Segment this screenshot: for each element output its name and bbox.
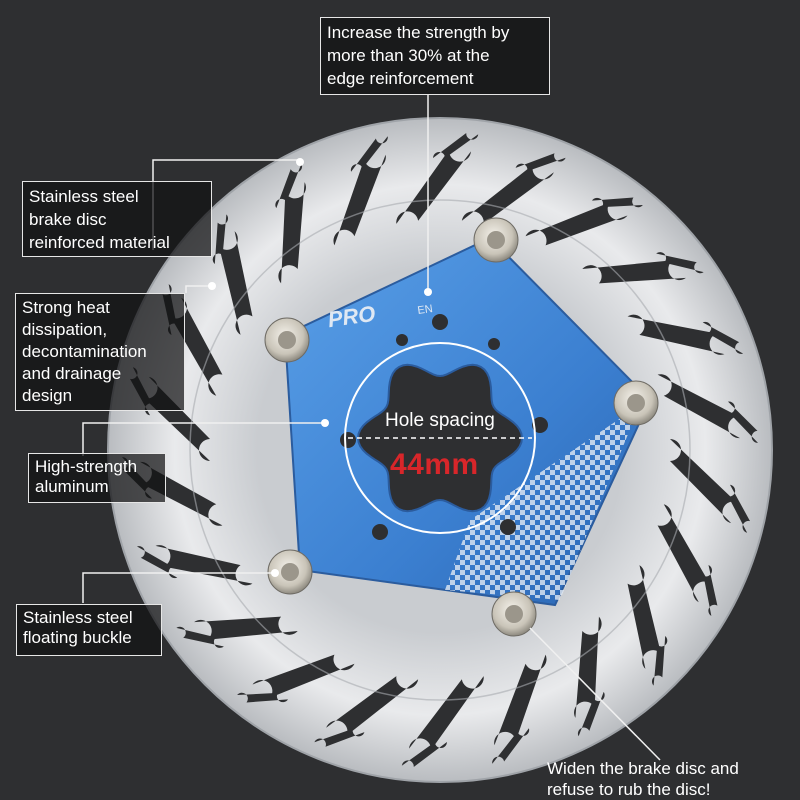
- rotor-slot: [582, 260, 686, 284]
- rotor-slot: [326, 676, 419, 736]
- rotor-slot: [627, 565, 661, 669]
- rotor-slot: [461, 164, 554, 224]
- rotor-slot: [333, 154, 386, 246]
- rotor-slot: [525, 202, 628, 246]
- callout-line: Widen the brake disc and: [547, 759, 739, 778]
- rotor-slot: [136, 546, 178, 579]
- callout-line: and drainage: [22, 364, 122, 383]
- floating-buckles: [264, 217, 659, 637]
- floating-buckle: [613, 380, 659, 426]
- rotor-slot: [275, 163, 303, 209]
- hole-spacing-indicator: [344, 342, 536, 534]
- rotor-slot: [252, 654, 355, 698]
- rotor-slot: [409, 676, 484, 751]
- callout-line: aluminum: [35, 477, 109, 496]
- callout-material: Stainless steel brake disc reinforced ma…: [22, 181, 212, 257]
- rotor-slot: [651, 635, 668, 686]
- rotor-slot: [657, 374, 740, 439]
- callout-line: Stainless steel: [23, 608, 133, 627]
- callout-line: dissipation,: [22, 320, 108, 339]
- rotor-slot: [574, 616, 602, 718]
- rotor-slot: [728, 484, 751, 533]
- rotor-slot: [350, 136, 388, 172]
- rotor-slot: [627, 314, 725, 355]
- rotor-slot: [657, 504, 710, 603]
- callout-line: decontamination: [22, 342, 147, 361]
- callout-line: brake disc: [29, 210, 107, 229]
- rotor-slot: [592, 197, 643, 208]
- rotor-slot: [656, 252, 704, 274]
- callout-aluminum: High-strength aluminum: [28, 453, 166, 503]
- callout-line: design: [22, 386, 73, 405]
- callout-floating-buckle: Stainless steel floating buckle: [16, 604, 162, 656]
- rotor-slot: [176, 626, 224, 648]
- rotor-slot: [492, 728, 530, 764]
- rotor-slot: [396, 149, 471, 224]
- callout-line: Strong heat: [22, 298, 110, 317]
- rotor-slot: [728, 401, 758, 443]
- floating-buckle: [491, 591, 537, 637]
- rotor-slot: [703, 564, 718, 616]
- rotor-slot: [212, 214, 229, 265]
- rotor-slot: [702, 321, 744, 354]
- rotor-slot: [494, 654, 547, 746]
- callout-line: High-strength: [35, 457, 138, 476]
- callout-line: more than 30% at the: [327, 46, 490, 65]
- floating-buckle: [267, 549, 313, 595]
- callout-line: reinforced material: [29, 233, 170, 252]
- rotor-slot: [577, 691, 605, 737]
- spider-suffix-text: EN: [417, 303, 434, 317]
- callout-line: edge reinforcement: [327, 69, 474, 88]
- rotor-slot: [219, 231, 253, 335]
- rotor-slot: [670, 439, 736, 524]
- callout-edge-reinforcement: Increase the strength by more than 30% a…: [320, 17, 550, 95]
- rotor-slot: [194, 616, 298, 640]
- hole-spacing-label: Hole spacing: [385, 410, 495, 431]
- callout-line: floating buckle: [23, 628, 132, 647]
- callout-line: Increase the strength by: [327, 23, 510, 42]
- rotor-slot: [237, 692, 288, 703]
- floating-buckle: [264, 317, 310, 363]
- rotor-slot: [278, 182, 306, 284]
- callout-line: Stainless steel: [29, 187, 139, 206]
- floating-buckle: [473, 217, 519, 263]
- callout-line: refuse to rub the disc!: [547, 780, 711, 799]
- callout-heat-dissipation: Strong heat dissipation, decontamination…: [15, 293, 185, 411]
- rotor-slot: [314, 728, 365, 747]
- callout-widen-disc: Widen the brake disc and refuse to rub t…: [547, 758, 777, 800]
- rotor-slot: [155, 545, 253, 586]
- hole-spacing-value: 44mm: [390, 448, 479, 481]
- rotor-slot: [433, 133, 479, 159]
- rotor-slot: [515, 153, 566, 172]
- rotor-slot: [401, 741, 447, 767]
